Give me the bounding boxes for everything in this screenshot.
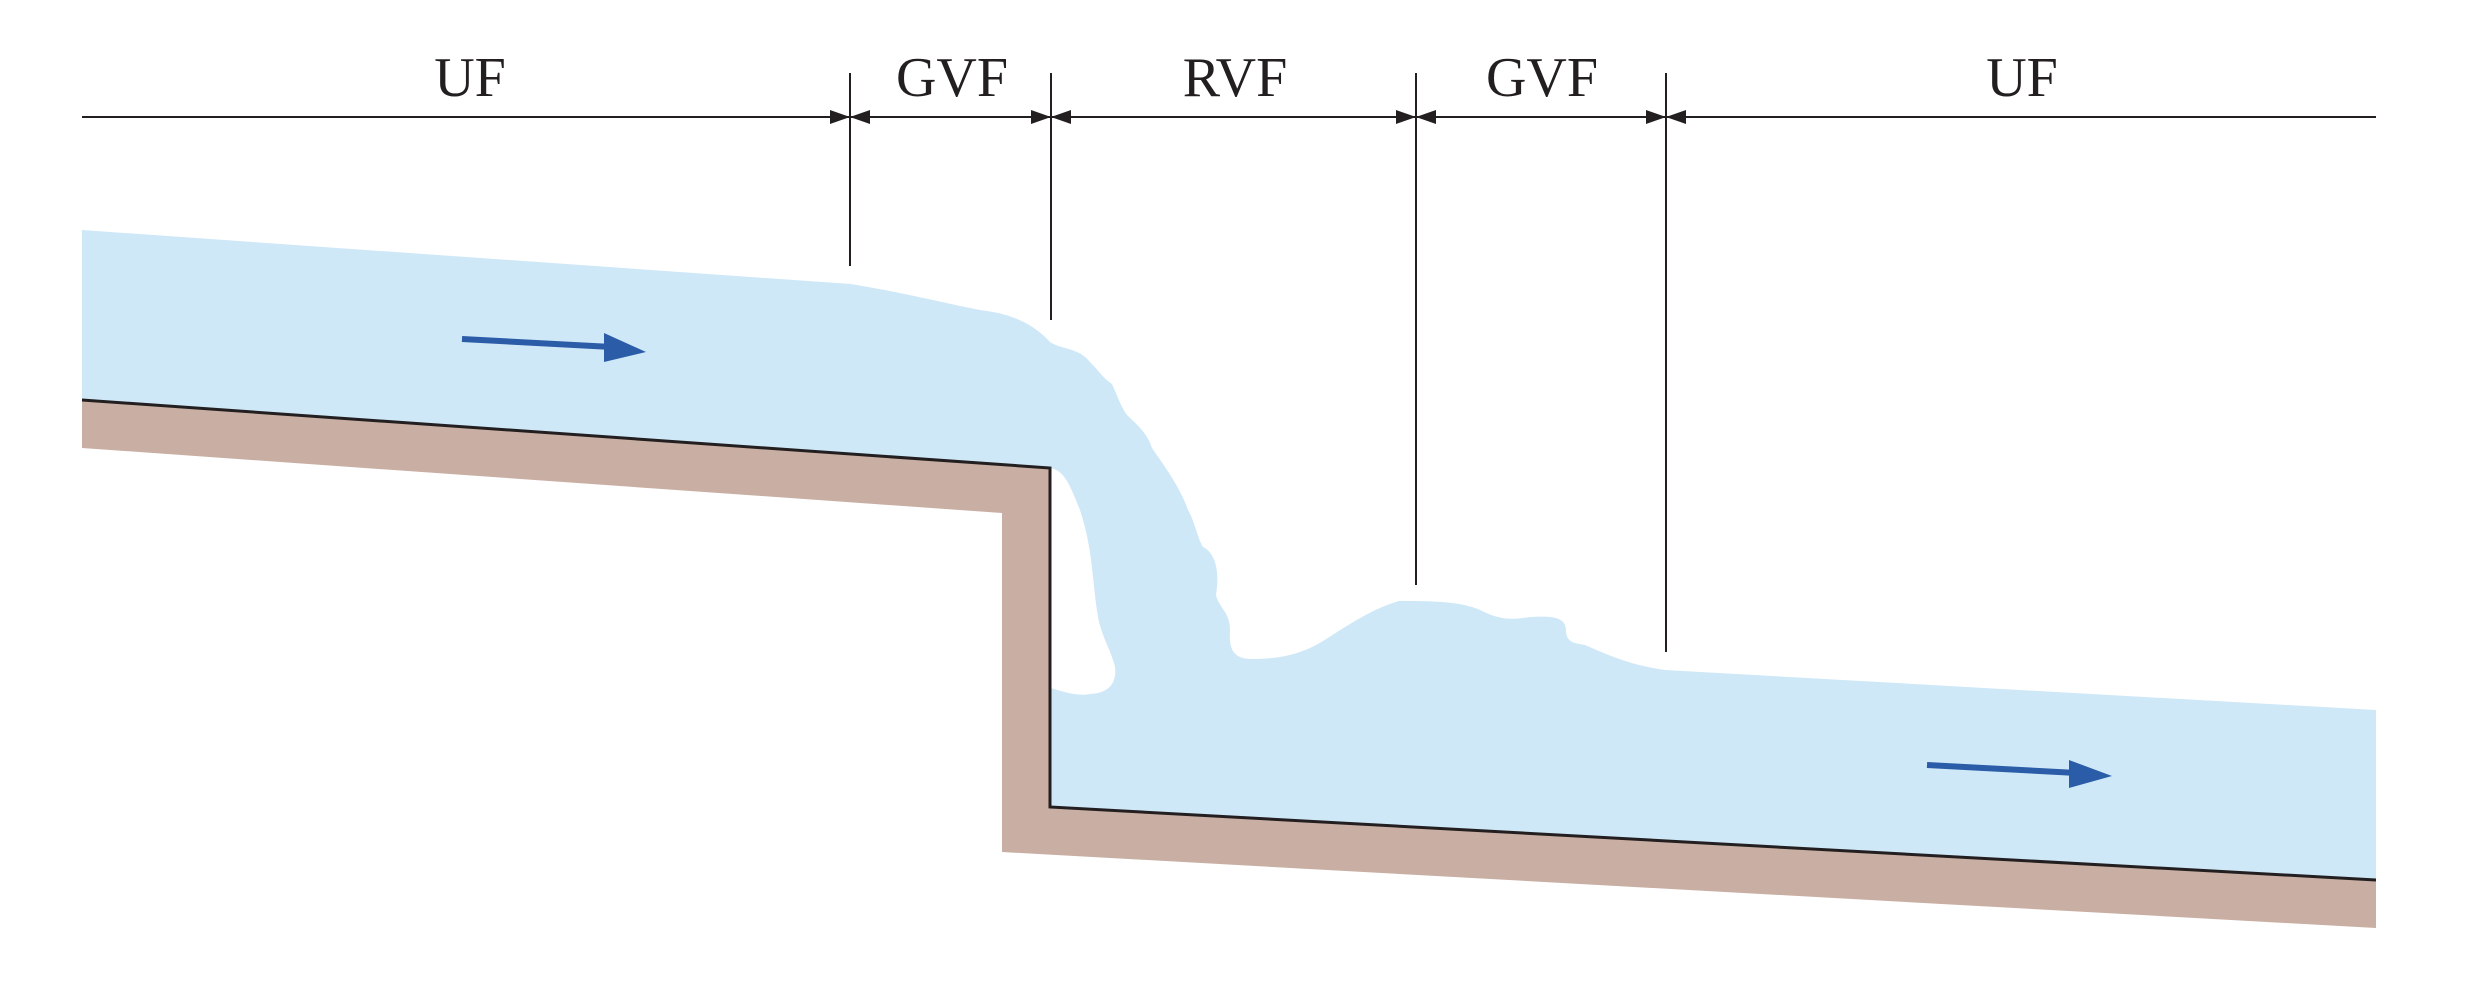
zone-label-uf-downstream: UF — [1986, 47, 2058, 109]
zone-labels: UF GVF RVF GVF UF — [434, 47, 2058, 109]
zone-label-gvf-downstream: GVF — [1486, 47, 1598, 109]
flow-arrow-downstream-head — [2069, 760, 2112, 788]
flow-arrow-downstream-shaft — [1926, 762, 2078, 776]
channel-bed-outline — [81, 398, 2377, 882]
zone-label-gvf-upstream: GVF — [896, 47, 1008, 109]
zone-label-uf-upstream: UF — [434, 47, 506, 109]
channel-bed — [82, 400, 2376, 928]
flow-arrow-upstream-shaft — [461, 336, 613, 350]
water-body — [82, 230, 2376, 880]
arrow-right-icon — [1926, 760, 2112, 788]
zone-label-rvf: RVF — [1183, 47, 1287, 109]
arrow-right-icon — [461, 333, 646, 362]
flow-arrow-upstream-head — [604, 333, 646, 362]
zone-boundaries — [849, 73, 1667, 652]
